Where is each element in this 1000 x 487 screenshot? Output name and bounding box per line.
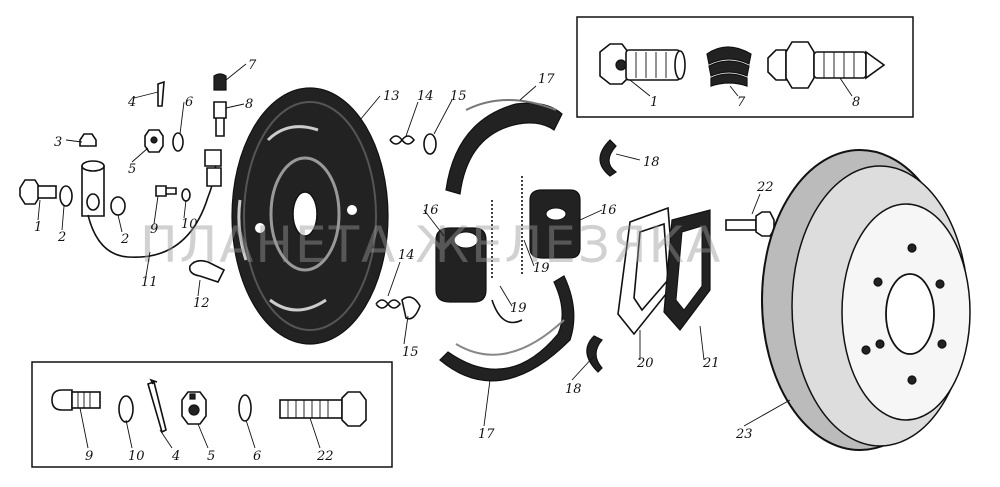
- callout-12: 12: [193, 296, 210, 311]
- union-bolt-part: [599, 43, 686, 85]
- callout-2b: 2: [120, 232, 129, 247]
- bolt-part-22: [279, 391, 367, 427]
- callout-13: 13: [383, 89, 400, 104]
- lock-washer-part: [118, 395, 134, 423]
- leader-lines: [37, 63, 791, 427]
- wheel-cylinder-left: [435, 227, 487, 303]
- callout-8: 8: [245, 97, 253, 112]
- backing-plate-part: [231, 87, 389, 345]
- callout-11: 11: [141, 275, 158, 290]
- callout-15: 15: [450, 89, 467, 104]
- callout-18: 18: [643, 155, 660, 170]
- callout-2: 2: [57, 230, 66, 245]
- callout-10-inset: 10: [128, 449, 145, 464]
- callout-6-inset: 6: [253, 449, 261, 464]
- watermark-text: ПЛАНЕТА ЖЕЛЕЗЯКА: [140, 216, 722, 274]
- callout-14b: 14: [398, 248, 415, 263]
- bleeder-valve-part: [767, 41, 886, 89]
- callout-1-inset: 1: [650, 95, 658, 110]
- washer-part: [238, 394, 252, 422]
- callout-20: 20: [636, 356, 654, 371]
- callout-15b: 15: [402, 345, 419, 360]
- callout-5-inset: 5: [207, 449, 215, 464]
- callout-6: 6: [185, 95, 193, 110]
- callout-19b: 19: [510, 301, 527, 316]
- castle-nut-part: [181, 391, 207, 425]
- callout-22-inset: 22: [316, 449, 334, 464]
- callout-17b: 17: [478, 427, 495, 442]
- wheel-cylinder-right: [529, 189, 581, 259]
- callout-3: 3: [54, 135, 62, 150]
- spring-and-washer-parts: [375, 133, 437, 320]
- bolt-part-9: [51, 389, 101, 411]
- cotter-pin-part: [147, 378, 167, 434]
- callout-1: 1: [34, 220, 42, 235]
- callout-4: 4: [127, 95, 136, 110]
- callout-8-inset: 8: [852, 95, 860, 110]
- return-springs: [491, 176, 523, 324]
- callout-14: 14: [417, 89, 434, 104]
- callout-10: 10: [181, 217, 198, 232]
- inset-top-box: 1 7 8: [576, 16, 914, 118]
- callout-21: 21: [702, 356, 720, 371]
- callout-9: 9: [85, 449, 93, 464]
- brake-shoe-upper: [445, 99, 563, 195]
- callout-7: 7: [248, 58, 257, 73]
- callout-9-main: 9: [150, 222, 158, 237]
- callout-23: 23: [735, 427, 753, 442]
- callout-7-inset: 7: [737, 95, 746, 110]
- callout-17: 17: [538, 72, 555, 87]
- left-small-parts: [19, 73, 227, 283]
- wheel-bolt-part: [725, 211, 775, 237]
- callout-16b: 16: [600, 203, 617, 218]
- callout-19: 19: [533, 261, 550, 276]
- callout-5: 5: [128, 162, 136, 177]
- dust-cap-part: [706, 46, 752, 87]
- callout-22: 22: [756, 180, 774, 195]
- callout-4-inset: 4: [171, 449, 180, 464]
- brake-shoe-lower: [439, 275, 575, 382]
- inset-bottom-box: 9 10 4 5 6 22: [31, 361, 393, 468]
- callout-16: 16: [422, 203, 439, 218]
- brake-drum-part: [761, 149, 971, 451]
- callout-labels: 1 2 2 3 4 5 6 7 8 9 10 11 12 13 14 14 15…: [34, 58, 774, 442]
- retainer-clips: [586, 139, 618, 373]
- callout-18b: 18: [565, 382, 582, 397]
- gasket-plates: [617, 206, 711, 336]
